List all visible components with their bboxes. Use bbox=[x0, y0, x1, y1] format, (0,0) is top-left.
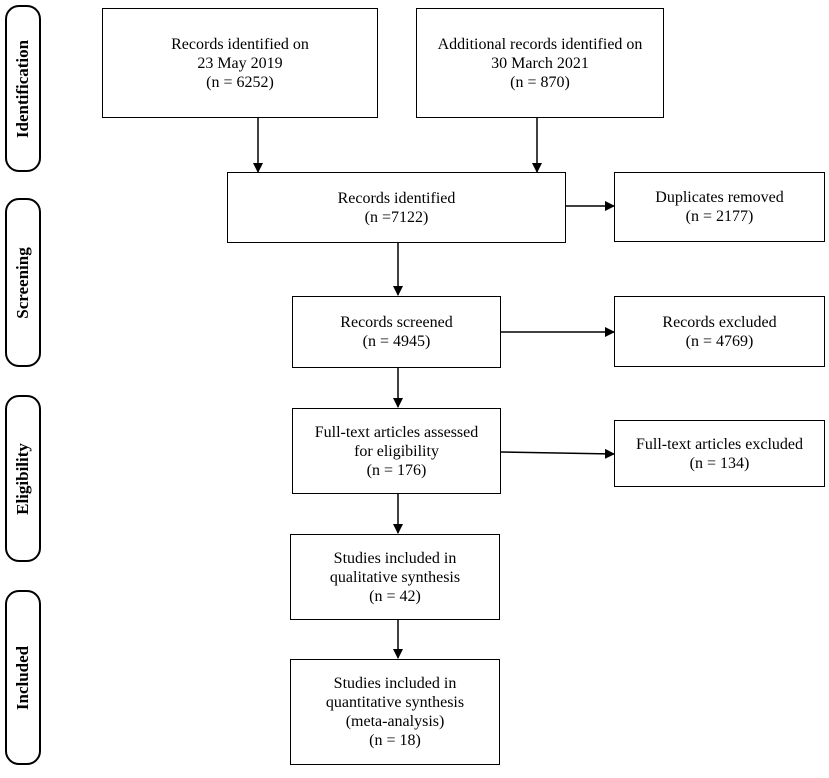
box-quantitative-line1: Studies included in bbox=[333, 675, 457, 692]
phase-identification: Identification bbox=[5, 5, 41, 172]
phase-eligibility: Eligibility bbox=[5, 395, 41, 562]
box-quantitative-line4: (n = 18) bbox=[369, 732, 421, 749]
box-fulltext-assessed: Full-text articles assessed for eligibil… bbox=[292, 408, 501, 494]
box-duplicates-removed-line2: (n = 2177) bbox=[685, 208, 754, 225]
box-records-excluded-line2: (n = 4769) bbox=[685, 332, 754, 350]
box-records-screened-line1: Records screened bbox=[340, 314, 453, 331]
box-fulltext-excluded: Full-text articles excluded (n = 134) bbox=[614, 420, 825, 487]
phase-screening: Screening bbox=[5, 198, 41, 367]
box-records-2019: Records identified on 23 May 2019 (n = 6… bbox=[102, 8, 378, 118]
box-fulltext-excluded-line2: (n = 134) bbox=[689, 454, 750, 472]
box-quantitative-synthesis: Studies included in quantitative synthes… bbox=[290, 659, 500, 765]
box-duplicates-removed-line1: Duplicates removed bbox=[655, 189, 784, 206]
box-records-2021-line3: (n = 870) bbox=[510, 73, 570, 91]
box-fulltext-excluded-line1: Full-text articles excluded bbox=[635, 435, 804, 453]
arrow-fulltext-to-excluded bbox=[499, 448, 615, 459]
phase-included: Included bbox=[5, 590, 41, 765]
box-records-excluded: Records excluded (n = 4769) bbox=[614, 296, 825, 367]
box-fulltext-assessed-line3: (n = 176) bbox=[366, 461, 427, 479]
box-records-excluded-line1: Records excluded bbox=[662, 313, 777, 331]
box-fulltext-assessed-line2: for eligibility bbox=[354, 442, 439, 460]
box-records-screened-line2: (n = 4945) bbox=[362, 333, 431, 350]
box-records-identified-line1: Records identified bbox=[337, 189, 456, 207]
box-qualitative-line2: qualitative synthesis bbox=[329, 568, 461, 586]
box-qualitative-line1: Studies included in bbox=[333, 549, 457, 567]
box-records-2021: Additional records identified on 30 Marc… bbox=[416, 8, 664, 118]
box-records-screened: Records screened (n = 4945) bbox=[292, 296, 501, 368]
box-records-2019-line1: Records identified on bbox=[171, 35, 309, 53]
box-quantitative-line2: quantitative synthesis bbox=[325, 694, 465, 711]
box-records-identified-line2: (n =7122) bbox=[364, 208, 429, 226]
box-duplicates-removed: Duplicates removed (n = 2177) bbox=[614, 172, 825, 242]
box-qualitative-synthesis: Studies included in qualitative synthesi… bbox=[290, 534, 500, 620]
box-records-identified: Records identified (n =7122) bbox=[227, 172, 566, 243]
box-records-2021-line1: Additional records identified on bbox=[437, 35, 643, 53]
box-qualitative-line3: (n = 42) bbox=[369, 587, 421, 605]
box-quantitative-line3: (meta-analysis) bbox=[345, 713, 445, 730]
box-records-2021-line2: 30 March 2021 bbox=[491, 54, 589, 72]
box-records-2019-line3: (n = 6252) bbox=[206, 73, 274, 91]
box-records-2019-line2: 23 May 2019 bbox=[197, 54, 283, 72]
box-fulltext-assessed-line1: Full-text articles assessed bbox=[314, 423, 479, 441]
